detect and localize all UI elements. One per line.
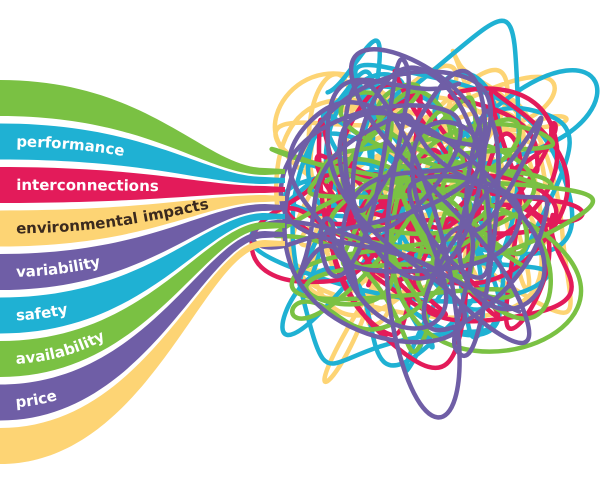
ribbon-price bbox=[0, 231, 285, 421]
ribbon-safety bbox=[0, 213, 285, 334]
ribbon-availability bbox=[0, 222, 285, 377]
ribbon-bottom bbox=[0, 240, 285, 464]
ribbon-environmental-impacts bbox=[0, 195, 285, 247]
tangle-ball bbox=[248, 18, 600, 420]
ribbon-top bbox=[0, 80, 285, 175]
ribbon-variability bbox=[0, 204, 285, 290]
ribbon-interconnections bbox=[0, 167, 285, 203]
tangle-strand-purple-9 bbox=[250, 47, 550, 359]
ribbon-bundle bbox=[0, 80, 285, 464]
ribbon-label-interconnections: interconnections bbox=[16, 176, 159, 195]
ribbon-performance bbox=[0, 123, 285, 184]
tangle-strand-green-6 bbox=[269, 82, 584, 354]
